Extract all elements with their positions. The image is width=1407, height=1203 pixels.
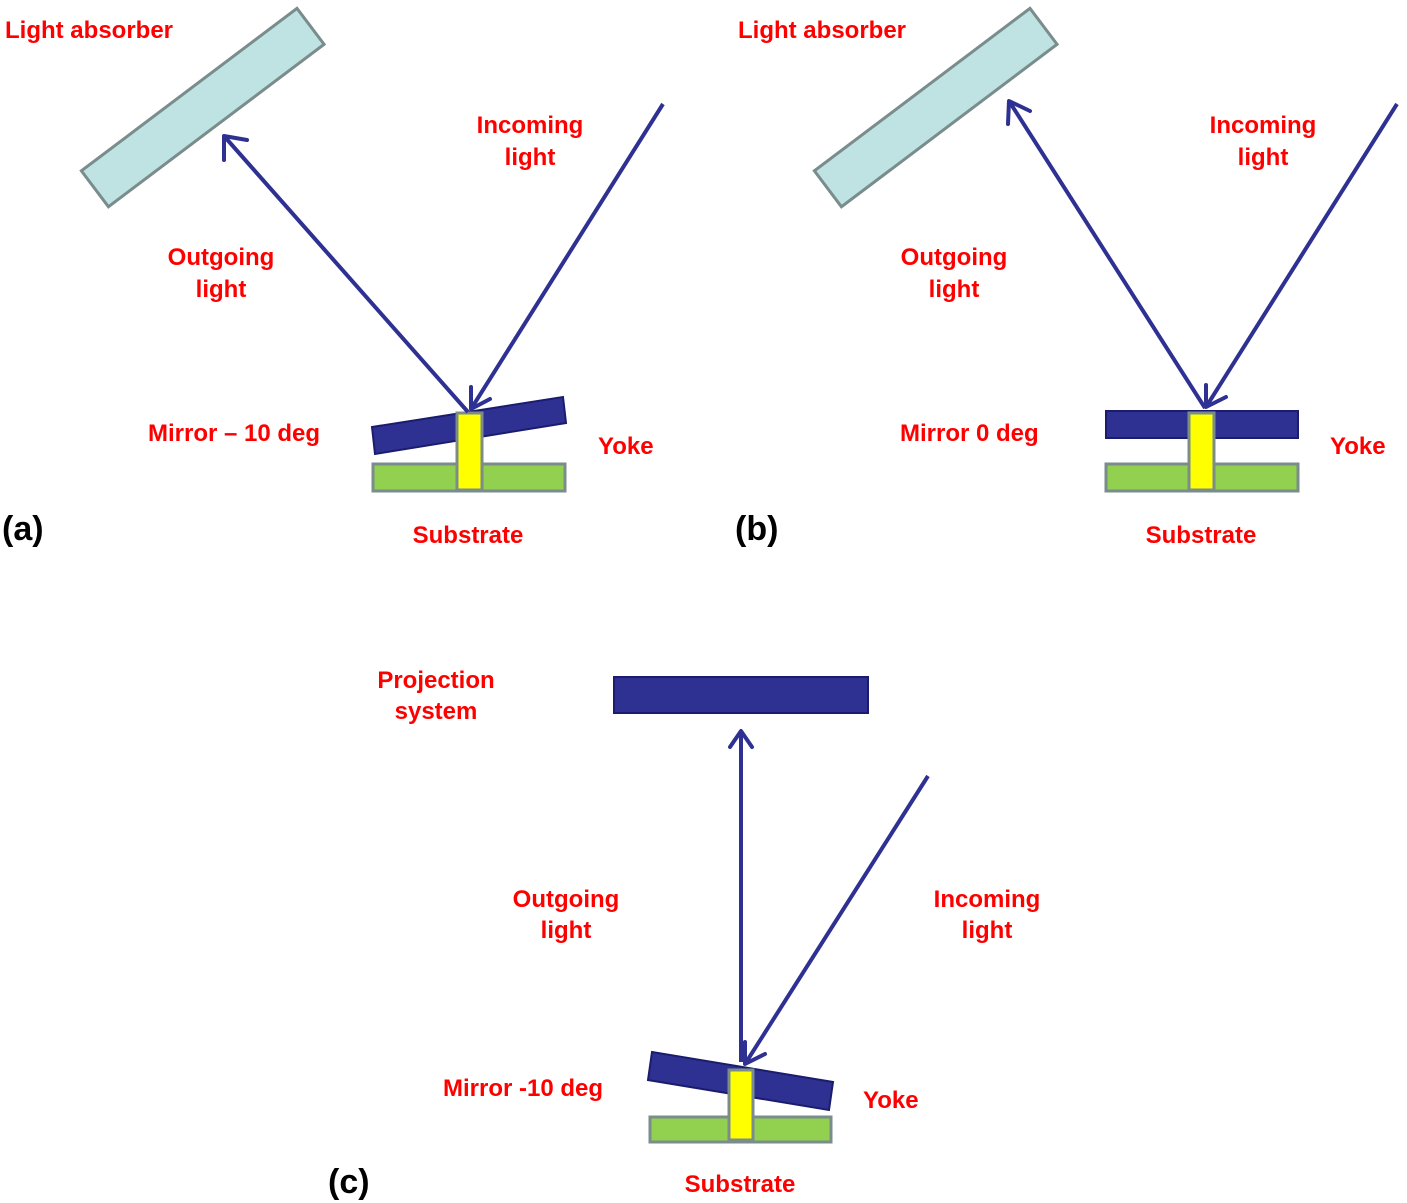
incoming-light-ray — [1204, 102, 1399, 409]
outgoing-arrowhead — [222, 134, 249, 162]
incoming-light-ray — [469, 102, 665, 411]
yoke-label: Yoke — [598, 433, 654, 460]
outgoing-light-ray — [1007, 99, 1207, 410]
light-absorber — [812, 6, 1060, 209]
outgoing-light-label: Outgoing — [513, 886, 620, 913]
incoming-light-label-line2: light — [962, 917, 1013, 944]
incoming-arrowhead — [469, 385, 492, 411]
panel-label-a: (a) — [2, 510, 44, 548]
mirror-label: Mirror -10 deg — [443, 1075, 603, 1102]
light-absorber-label: Light absorber — [738, 17, 906, 44]
substrate-label: Substrate — [685, 1171, 796, 1198]
yoke — [1187, 411, 1216, 492]
substrate-label: Substrate — [1146, 522, 1257, 549]
incoming-light-ray — [743, 774, 930, 1066]
outgoing-arrowhead — [1006, 99, 1032, 126]
substrate-label: Substrate — [413, 522, 524, 549]
yoke — [727, 1068, 755, 1142]
outgoing-light-label: Outgoing — [168, 244, 275, 271]
mirror-label: Mirror 0 deg — [900, 420, 1039, 447]
mirror-label: Mirror – 10 deg — [148, 420, 320, 447]
outgoing-arrowhead — [728, 729, 754, 749]
projection-system-label-line2: system — [395, 698, 478, 725]
incoming-light-label-line2: light — [1238, 144, 1289, 171]
panel-a: Light absorber Incoming light Outgoing l… — [2, 6, 665, 549]
incoming-arrowhead — [743, 1040, 767, 1066]
panel-label-b: (b) — [735, 510, 778, 548]
panel-c: Projection system Incoming light Outgoin… — [328, 667, 1040, 1201]
yoke — [455, 411, 484, 492]
light-absorber-label: Light absorber — [5, 17, 173, 44]
incoming-light-label: Incoming — [934, 886, 1041, 913]
yoke-label: Yoke — [863, 1087, 919, 1114]
yoke-label: Yoke — [1330, 433, 1386, 460]
outgoing-light-label-line2: light — [929, 276, 980, 303]
incoming-light-label-line2: light — [505, 144, 556, 171]
incoming-light-label: Incoming — [477, 112, 584, 139]
light-absorber — [79, 6, 327, 209]
outgoing-light-label-line2: light — [541, 917, 592, 944]
projection-system-label: Projection — [377, 667, 494, 694]
incoming-light-label: Incoming — [1210, 112, 1317, 139]
outgoing-light-label: Outgoing — [901, 244, 1008, 271]
outgoing-light-ray — [222, 134, 470, 414]
projection-system — [613, 676, 869, 714]
panel-label-c: (c) — [328, 1163, 370, 1201]
outgoing-light-label-line2: light — [196, 276, 247, 303]
incoming-arrowhead — [1204, 383, 1228, 409]
panel-b: Light absorber Incoming light Outgoing l… — [735, 6, 1399, 549]
